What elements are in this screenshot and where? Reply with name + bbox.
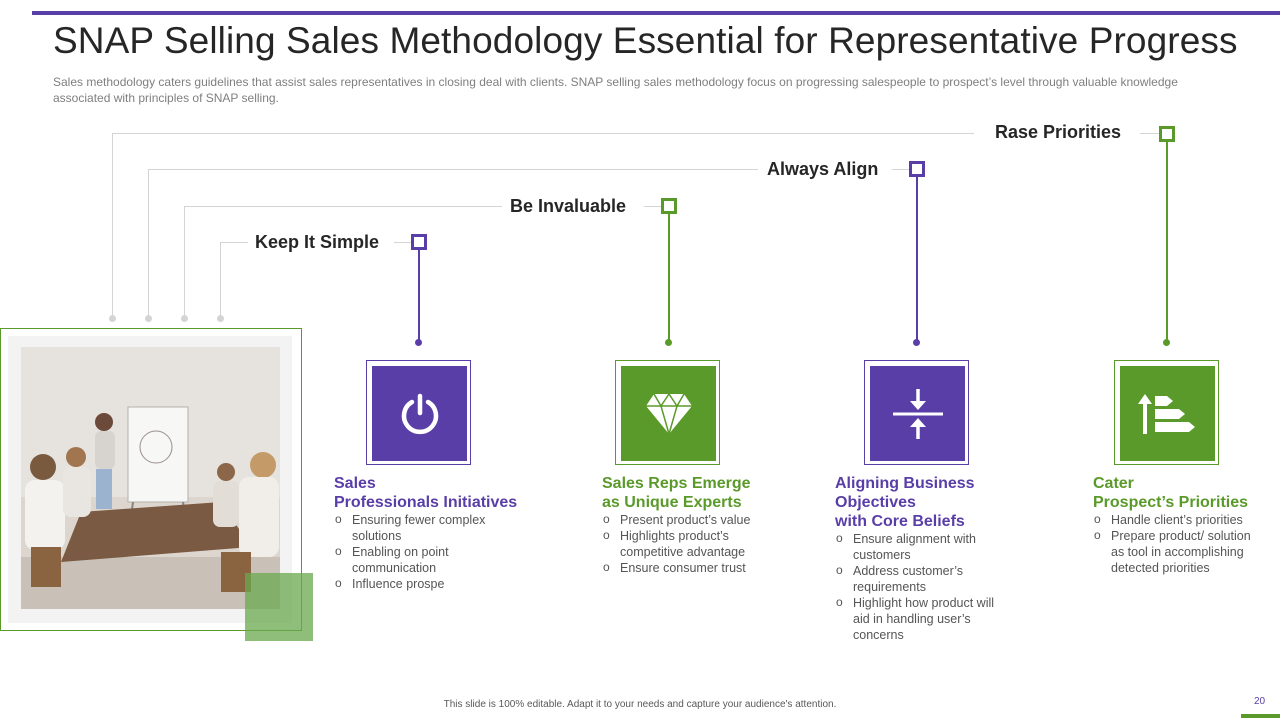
step-heading-line: Sales (334, 475, 376, 492)
step-connector (1166, 142, 1168, 342)
connector-line (644, 206, 661, 207)
decorative-green-square (245, 573, 313, 641)
connector-line (184, 206, 185, 319)
step-label-rase-priorities: Rase Priorities (995, 122, 1122, 142)
step-heading-line: with Core Beliefs (835, 513, 965, 530)
connector-line (148, 169, 758, 170)
step-connector-dot (1163, 339, 1170, 346)
marker-square (909, 161, 925, 177)
step-label-always-align: Always Align (767, 159, 879, 179)
connector-line (394, 242, 411, 243)
slide-footer-note: This slide is 100% editable. Adapt it to… (443, 699, 837, 710)
bullet-item: Enabling on point communication (334, 543, 504, 576)
photo-frame (0, 328, 302, 631)
step-heading-line: Professionals Initiatives (334, 494, 518, 511)
icon-card (615, 360, 720, 465)
step-connector (916, 177, 918, 342)
step-heading-line: Sales Reps Emerge (602, 475, 751, 492)
connector-line (220, 242, 221, 319)
step-column-2: Sales Reps Emerge as Unique Experts Pres… (602, 474, 802, 576)
marker-square (661, 198, 677, 214)
bullet-item: Address customer’s requirements (835, 562, 1007, 595)
step-heading-line: as Unique Experts (602, 494, 742, 511)
step-column-3: Aligning Business Objectives with Core B… (835, 474, 1035, 643)
step-label-keep-it-simple: Keep It Simple (255, 232, 380, 252)
connector-line (112, 133, 974, 134)
connector-line (892, 169, 909, 170)
connector-line (220, 242, 248, 243)
step-connector-dot (415, 339, 422, 346)
icon-card (1114, 360, 1219, 465)
step-heading-line: Objectives (835, 494, 916, 511)
connector-line (112, 133, 113, 319)
slide-title: SNAP Selling Sales Methodology Essential… (53, 20, 1238, 61)
step-connector-dot (913, 339, 920, 346)
bullet-item: Handle client’s priorities (1093, 511, 1258, 528)
step-connector-dot (665, 339, 672, 346)
connector-dot (145, 315, 152, 322)
step-column-4: Cater Prospect’s Priorities Handle clien… (1093, 474, 1273, 576)
meeting-photo (21, 347, 280, 609)
connector-line (148, 169, 149, 319)
connector-line (184, 206, 502, 207)
bullet-item: Ensure consumer trust (602, 559, 762, 576)
step-heading-line: Cater (1093, 475, 1134, 492)
bullet-item: Ensuring fewer complex solutions (334, 511, 504, 544)
connector-dot (217, 315, 224, 322)
bullet-item: Highlights product’s competitive advanta… (602, 527, 762, 560)
icon-card (864, 360, 969, 465)
marker-square (411, 234, 427, 250)
connector-line (1140, 133, 1159, 134)
step-heading-line: Aligning Business (835, 475, 975, 492)
step-connector (668, 214, 670, 342)
step-heading-line: Prospect’s Priorities (1093, 494, 1249, 511)
bullet-item: Ensure alignment with customers (835, 530, 1007, 563)
priority-arrow-icon (1120, 366, 1215, 461)
connector-dot (181, 315, 188, 322)
bullet-item: Influence prospe (334, 575, 504, 592)
bullet-item: Present product’s value (602, 511, 762, 528)
bullet-item: Prepare product/ solution as tool in acc… (1093, 527, 1258, 576)
slide-subtitle: Sales methodology caters guidelines that… (53, 75, 1178, 105)
align-arrows-icon (870, 366, 965, 461)
step-label-be-invaluable: Be Invaluable (510, 196, 627, 216)
page-accent-bar (1241, 714, 1280, 718)
marker-square (1159, 126, 1175, 142)
step-connector (418, 250, 420, 342)
bullet-item: Highlight how product will aid in handli… (835, 594, 1007, 643)
diamond-icon (621, 366, 716, 461)
top-accent-bar (32, 11, 1280, 15)
step-column-1: Sales Professionals Initiatives Ensuring… (334, 474, 534, 592)
connector-dot (109, 315, 116, 322)
power-icon (372, 366, 467, 461)
icon-card (366, 360, 471, 465)
page-number: 20 (1254, 696, 1266, 707)
